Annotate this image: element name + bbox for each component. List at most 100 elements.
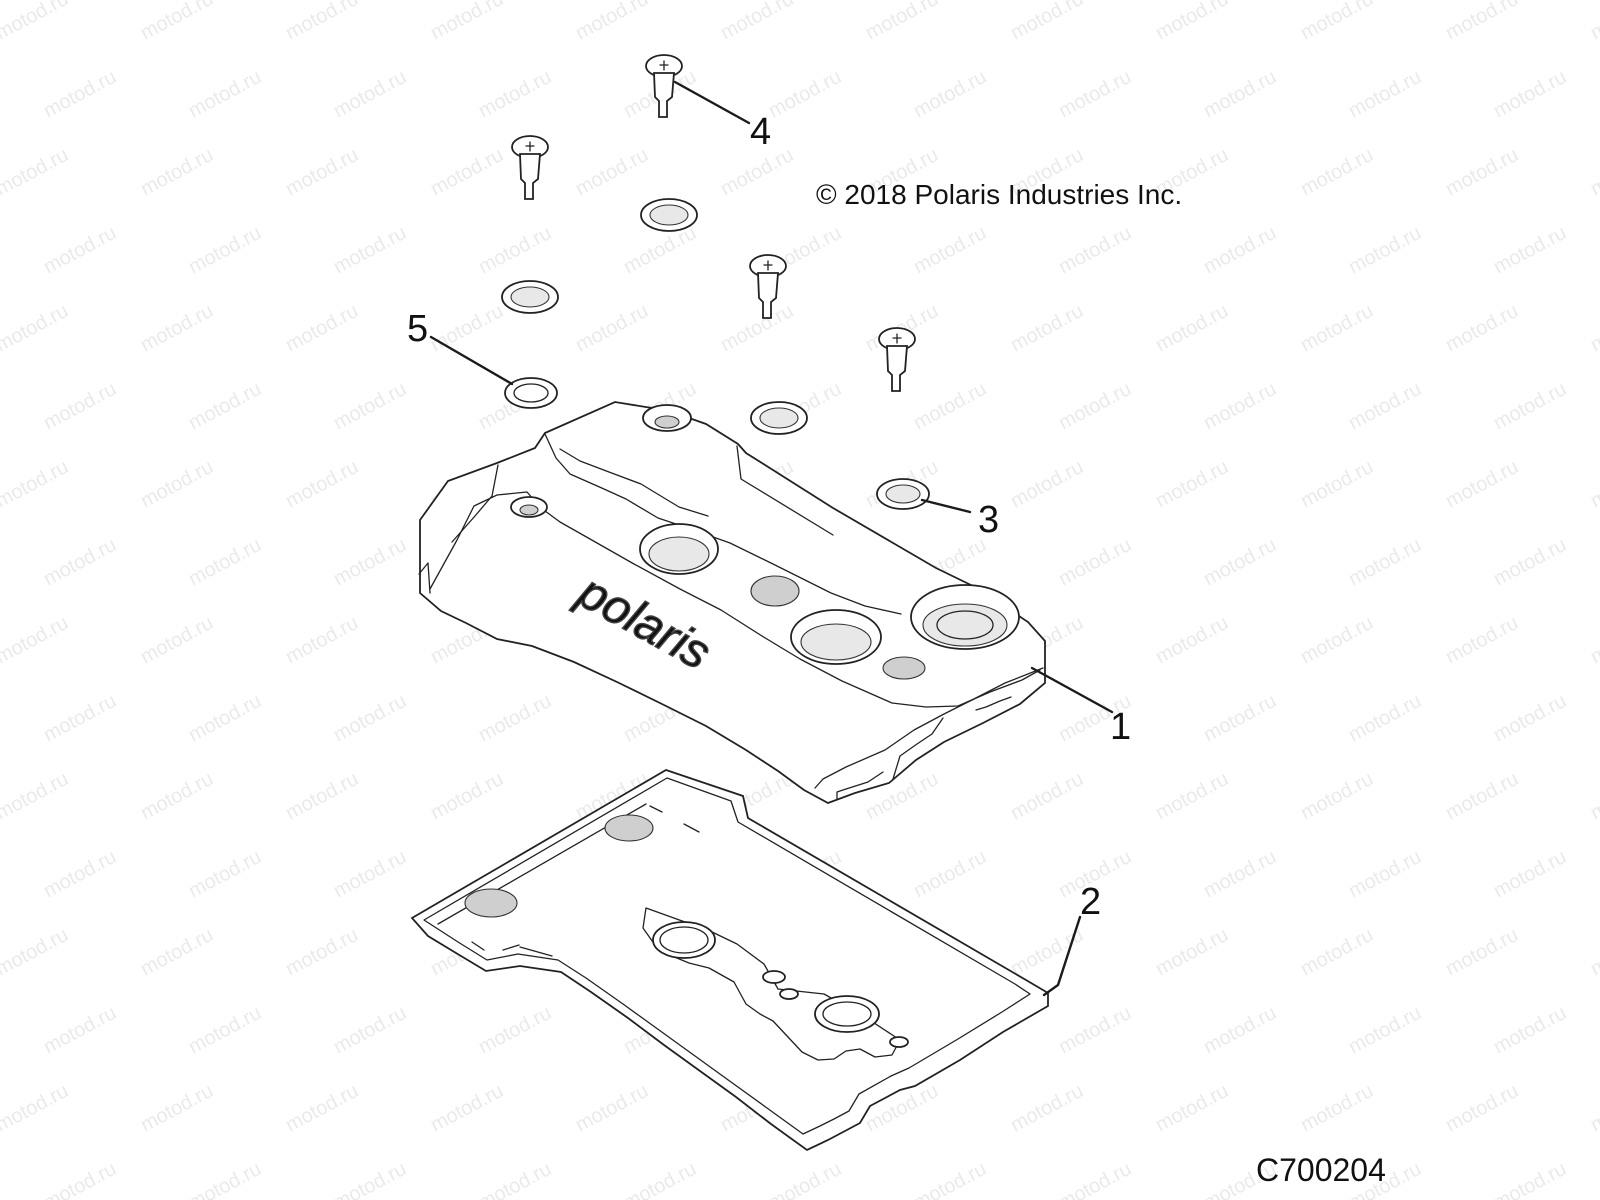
watermark-text: motod.ru (1442, 0, 1522, 44)
watermark-text: motod.ru (282, 768, 362, 824)
watermark-text: motod.ru (1442, 144, 1522, 200)
watermark-text: motod.ru (185, 534, 265, 590)
callout-4: 4 (750, 111, 771, 153)
watermark-text: motod.ru (1152, 768, 1232, 824)
watermark-text: motod.ru (137, 456, 217, 512)
copyright-text: © 2018 Polaris Industries Inc. (816, 179, 1182, 210)
watermark-text: motod.ru (1490, 378, 1570, 434)
watermark-text: motod.ru (185, 378, 265, 434)
watermark-text: motod.ru (910, 66, 990, 122)
watermark-text: motod.ru (572, 300, 652, 356)
watermark-text: motod.ru (40, 66, 120, 122)
valve-cover-gasket (410, 769, 1049, 1152)
watermark-text: motod.ru (1297, 144, 1377, 200)
watermark-text: motod.ru (1345, 534, 1425, 590)
watermark-text: motod.ru (0, 300, 72, 356)
watermark-text: motod.ru (572, 0, 652, 44)
watermark-text: motod.ru (1152, 456, 1232, 512)
watermark-text: motod.ru (1442, 300, 1522, 356)
watermark-text: motod.ru (137, 612, 217, 668)
watermark-text: motod.ru (1200, 846, 1280, 902)
watermark-text: motod.ru (185, 222, 265, 278)
watermark-text: motod.ru (1200, 1002, 1280, 1058)
watermark-text: motod.ru (137, 768, 217, 824)
watermark-text: motod.ru (0, 0, 72, 44)
watermark-text: motod.ru (1587, 612, 1600, 668)
watermark-text: motod.ru (1297, 924, 1377, 980)
watermark-text: motod.ru (1587, 768, 1600, 824)
watermark-text: motod.ru (1587, 924, 1600, 980)
watermark-text: motod.ru (330, 1158, 410, 1200)
watermark-text: motod.ru (282, 144, 362, 200)
watermark-text: motod.ru (475, 66, 555, 122)
watermark-text: motod.ru (1442, 924, 1522, 980)
watermark-text: motod.ru (185, 846, 265, 902)
watermark-text: motod.ru (427, 768, 507, 824)
bolt (511, 135, 549, 200)
watermark-text: motod.ru (1200, 66, 1280, 122)
watermark-text: motod.ru (282, 300, 362, 356)
watermark-text: motod.ru (185, 690, 265, 746)
diagram-code: C700204 (1256, 1152, 1386, 1188)
watermark-text: motod.ru (427, 1080, 507, 1136)
bolt (878, 327, 916, 392)
watermark-text: motod.ru (717, 0, 797, 44)
watermark-text: motod.ru (1007, 768, 1087, 824)
gromet-washer-3-set (501, 198, 930, 510)
watermark-text: motod.ru (1490, 690, 1570, 746)
watermark-text: motod.ru (1587, 1080, 1600, 1136)
watermark-text: motod.ru (1490, 1002, 1570, 1058)
bolts-4-set (511, 54, 916, 392)
watermark-text: motod.ru (1345, 690, 1425, 746)
watermark-text: motod.ru (330, 690, 410, 746)
watermark-text: motod.ru (1587, 456, 1600, 512)
watermark-text: motod.ru (1055, 66, 1135, 122)
watermark-text: motod.ru (572, 1080, 652, 1136)
seal-washer-5 (504, 377, 558, 409)
watermark-text: motod.ru (1345, 222, 1425, 278)
watermark-text: motod.ru (185, 1002, 265, 1058)
watermark-text: motod.ru (1152, 1080, 1232, 1136)
watermark-text: motod.ru (1055, 222, 1135, 278)
watermark-text: motod.ru (475, 1002, 555, 1058)
watermark-text: motod.ru (475, 1158, 555, 1200)
watermark-text: motod.ru (1587, 144, 1600, 200)
watermark-text: motod.ru (1297, 456, 1377, 512)
watermark-text: motod.ru (282, 456, 362, 512)
watermark-text: motod.ru (137, 924, 217, 980)
watermark-text: motod.ru (1152, 0, 1232, 44)
watermark-text: motod.ru (0, 612, 72, 668)
watermark-text: motod.ru (427, 144, 507, 200)
watermark-text: motod.ru (1152, 300, 1232, 356)
watermark-text: motod.ru (1345, 378, 1425, 434)
watermark-text: motod.ru (1442, 1080, 1522, 1136)
watermark-text: motod.ru (1055, 534, 1135, 590)
watermark-text: motod.ru (1297, 300, 1377, 356)
watermark-text: motod.ru (910, 846, 990, 902)
watermark-text: motod.ru (765, 66, 845, 122)
watermark-text: motod.ru (1490, 222, 1570, 278)
watermark-text: motod.ru (0, 768, 72, 824)
watermark-text: motod.ru (137, 0, 217, 44)
watermark-text: motod.ru (40, 222, 120, 278)
callout-5: 5 (407, 308, 428, 350)
watermark-text: motod.ru (572, 144, 652, 200)
watermark-text: motod.ru (1345, 1002, 1425, 1058)
watermark-text: motod.ru (282, 1080, 362, 1136)
watermark-text: motod.ru (1442, 612, 1522, 668)
watermark-text: motod.ru (330, 66, 410, 122)
watermark-text: motod.ru (910, 1158, 990, 1200)
watermark-text: motod.ru (40, 690, 120, 746)
watermark-text: motod.ru (1200, 534, 1280, 590)
watermark-text: motod.ru (1490, 846, 1570, 902)
watermark-text: motod.ru (1345, 66, 1425, 122)
watermark-text: motod.ru (1200, 378, 1280, 434)
watermark-text: motod.ru (1152, 924, 1232, 980)
watermark-text: motod.ru (475, 690, 555, 746)
watermark-text: motod.ru (330, 222, 410, 278)
watermark-text: motod.ru (0, 144, 72, 200)
callout-3: 3 (978, 499, 999, 541)
watermark-text: motod.ru (765, 1158, 845, 1200)
watermark-text: motod.ru (1152, 612, 1232, 668)
